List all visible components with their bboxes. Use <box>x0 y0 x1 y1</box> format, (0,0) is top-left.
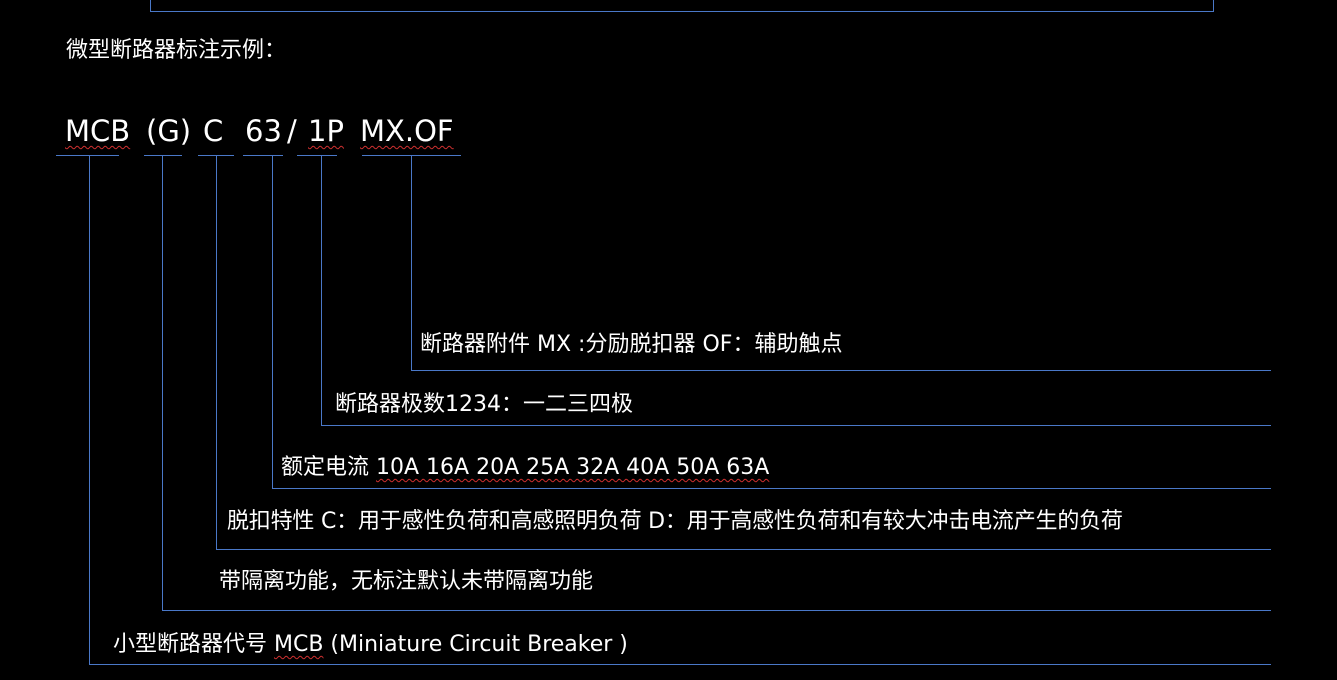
code-slash: / <box>287 114 297 148</box>
desc-accessory: 断路器附件 MX :分励脱扣器 OF：辅助触点 <box>420 330 842 360</box>
desc-code-prefix: 小型断路器代号 <box>113 632 274 657</box>
desc-poles: 断路器极数1234：一二三四极 <box>335 392 633 417</box>
underline-g <box>144 155 182 156</box>
code-mcb: MCB <box>65 114 131 148</box>
hline-current <box>272 488 1271 489</box>
desc-accessory-of-text: 辅助触点 <box>754 332 843 357</box>
desc-trip-c-text: ：用于感性负荷和高感照明负荷 <box>336 509 649 534</box>
underline-mcb <box>56 155 119 156</box>
desc-code: 小型断路器代号 MCB (Miniature Circuit Breaker ) <box>113 630 628 660</box>
desc-accessory-prefix: 断路器附件 <box>420 332 537 357</box>
code-g: (G) <box>146 114 192 148</box>
code-poles: 1P <box>308 114 344 148</box>
desc-current: 额定电流 10A 16A 20A 25A 32A 40A 50A 63A <box>281 453 769 483</box>
desc-accessory-mx: MX : <box>537 332 586 357</box>
desc-code-mcb: MCB <box>274 632 324 657</box>
hline-isolation <box>162 610 1271 611</box>
desc-code-suffix: (Miniature Circuit Breaker ) <box>323 632 628 657</box>
code-accessory: MX.OF <box>360 114 454 148</box>
desc-trip-d-text: ：用于高感性负荷和有较大冲击电流产生的负荷 <box>664 509 1123 534</box>
desc-isolation: 带隔离功能，无标注默认未带隔离功能 <box>219 569 594 594</box>
desc-trip-c: C <box>321 509 337 534</box>
desc-accessory-mx-text: 分励脱扣器 <box>585 332 703 357</box>
leader-accessory <box>411 155 412 371</box>
code-c: C <box>203 114 224 148</box>
desc-current-prefix: 额定电流 <box>281 455 376 480</box>
underline-current <box>243 155 283 156</box>
code-current: 63 <box>245 114 282 148</box>
hline-trip <box>216 549 1271 550</box>
leader-poles <box>321 155 322 426</box>
desc-trip-d: D <box>648 509 665 534</box>
desc-trip-prefix: 脱扣特性 <box>227 509 321 534</box>
underline-poles <box>297 155 337 156</box>
top-frame <box>150 0 1214 12</box>
leader-g <box>162 155 163 611</box>
hline-accessory <box>411 370 1271 371</box>
hline-code <box>89 664 1271 665</box>
desc-accessory-of: OF： <box>702 332 755 357</box>
hline-poles <box>321 425 1271 426</box>
desc-trip: 脱扣特性 C：用于感性负荷和高感照明负荷 D：用于高感性负荷和有较大冲击电流产生… <box>227 507 1123 537</box>
heading: 微型断路器标注示例： <box>66 38 287 63</box>
leader-current <box>272 155 273 489</box>
leader-mcb <box>89 155 90 665</box>
desc-current-values: 10A 16A 20A 25A 32A 40A 50A 63A <box>376 455 770 480</box>
leader-c <box>216 155 217 550</box>
